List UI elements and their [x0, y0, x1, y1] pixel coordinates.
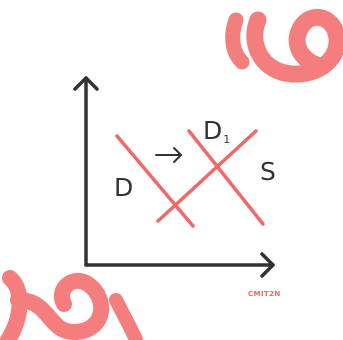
shifted-demand-label: D1: [203, 116, 230, 146]
axes: [75, 78, 273, 276]
supply-label: S: [260, 157, 276, 186]
top-right-swirl-decoration: [233, 17, 337, 74]
brand-logo-text: CMIT2N: [248, 290, 281, 298]
demand-label: D: [114, 173, 133, 202]
shift-arrow: [156, 148, 181, 162]
shifted-demand-label-main: D: [203, 116, 222, 145]
bottom-left-swirl-decoration: [8, 278, 136, 340]
shifted-demand-label-subscript: 1: [223, 133, 230, 146]
